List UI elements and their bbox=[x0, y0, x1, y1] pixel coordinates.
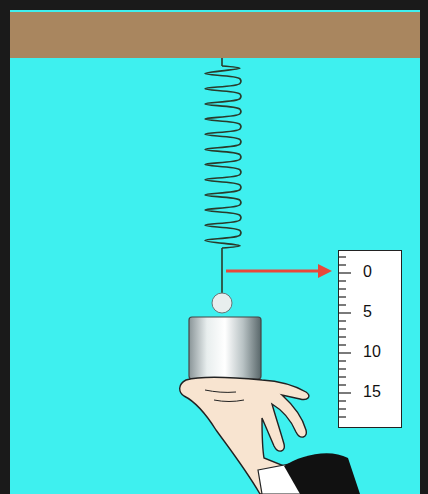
scale-tick bbox=[339, 312, 351, 313]
scale-tick bbox=[339, 408, 346, 409]
scale-tick bbox=[339, 392, 351, 393]
spring-coil bbox=[205, 66, 241, 248]
hand-creases bbox=[205, 390, 244, 402]
scale-tick bbox=[339, 280, 346, 281]
scale-tick bbox=[339, 256, 346, 257]
sleeve bbox=[284, 453, 360, 494]
scale-tick bbox=[339, 384, 346, 385]
scale-number: 10 bbox=[363, 343, 381, 361]
scale-tick bbox=[339, 360, 346, 361]
scale-tick bbox=[339, 288, 346, 289]
scale-tick bbox=[339, 400, 346, 401]
scale-tick bbox=[339, 264, 346, 265]
measuring-scale: 0 5 10 15 bbox=[338, 250, 402, 428]
ceiling bbox=[10, 12, 420, 58]
scale-tick bbox=[339, 304, 346, 305]
mass bbox=[189, 317, 261, 379]
scale-tick bbox=[339, 352, 351, 353]
scale-tick bbox=[339, 416, 346, 417]
scale-number: 0 bbox=[363, 263, 372, 281]
hook-ball bbox=[212, 293, 232, 313]
scale-tick bbox=[339, 320, 346, 321]
scale-tick bbox=[339, 272, 351, 273]
scale-tick bbox=[339, 328, 346, 329]
background bbox=[10, 10, 420, 494]
scale-tick bbox=[339, 344, 346, 345]
scale-tick bbox=[339, 296, 346, 297]
scale-tick bbox=[339, 336, 346, 337]
spring bbox=[205, 58, 241, 294]
pointer-arrowhead bbox=[318, 264, 332, 278]
pointer-arrow bbox=[226, 270, 320, 273]
scale-tick bbox=[339, 376, 346, 377]
scale-number: 5 bbox=[363, 303, 372, 321]
scale-number: 15 bbox=[363, 383, 381, 401]
scale-tick bbox=[339, 368, 346, 369]
